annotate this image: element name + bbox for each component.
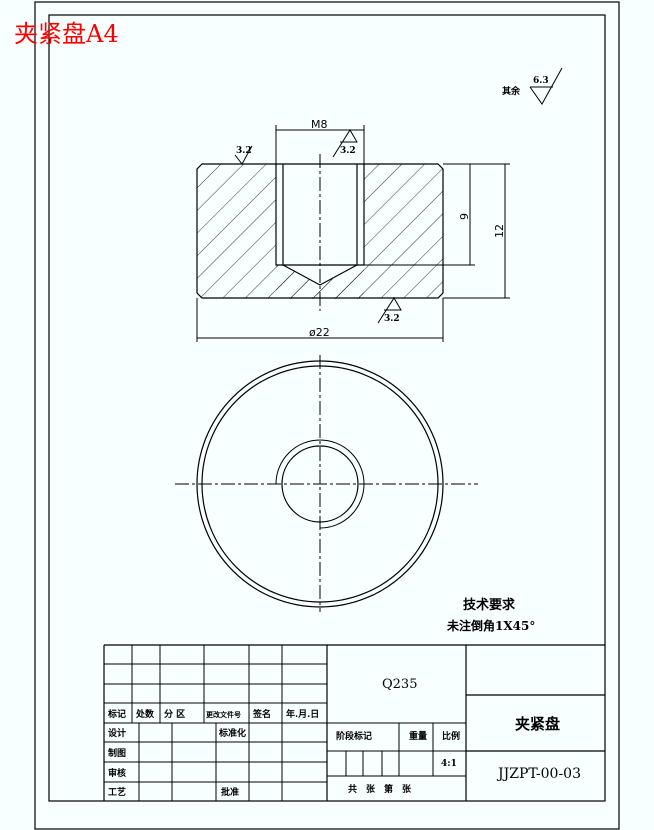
svg-text:3.2: 3.2 [384, 314, 400, 324]
svg-text:处数: 处数 [135, 708, 155, 720]
svg-text:JJZPT-00-03: JJZPT-00-03 [496, 766, 581, 782]
notes-heading: 技术要求 [463, 597, 516, 613]
svg-text:制图: 制图 [108, 747, 126, 759]
svg-text:标准化: 标准化 [218, 727, 246, 739]
svg-text:夹紧盘: 夹紧盘 [515, 715, 560, 733]
outer-frame [34, 1, 620, 830]
svg-text:3.2: 3.2 [340, 146, 356, 156]
svg-text:更改文件号: 更改文件号 [206, 710, 241, 719]
svg-text:审核: 审核 [108, 767, 126, 779]
svg-text:比例: 比例 [442, 730, 460, 742]
roughness-rest: 其余 6.3 [502, 67, 563, 105]
top-view [175, 355, 478, 612]
svg-text:年.月.日: 年.月.日 [286, 708, 319, 720]
svg-text:分 区: 分 区 [164, 708, 185, 720]
svg-text:Q235: Q235 [382, 677, 417, 692]
svg-text:工艺: 工艺 [108, 786, 126, 798]
svg-text:批准: 批准 [221, 786, 239, 798]
notes-chamfer: 未注倒角1X45° [446, 618, 535, 633]
svg-text:重量: 重量 [409, 730, 427, 742]
title-block: 标记 处数 分 区 更改文件号 签名 年.月.日 设计 制图 审核 工艺 标准化… [103, 644, 605, 801]
svg-text:设计: 设计 [108, 727, 126, 739]
svg-text:阶段标记: 阶段标记 [336, 730, 372, 742]
svg-text:M8: M8 [311, 118, 328, 131]
svg-text:3.2: 3.2 [236, 146, 252, 156]
svg-text:签名: 签名 [252, 708, 271, 720]
svg-text:其余: 其余 [502, 85, 521, 97]
svg-text:6.3: 6.3 [533, 76, 549, 86]
svg-text:12: 12 [493, 224, 506, 238]
svg-text:9: 9 [458, 213, 471, 220]
svg-text:共 张 第 张: 共 张 第 张 [348, 783, 412, 795]
svg-text:标记: 标记 [107, 708, 126, 720]
svg-text:4:1: 4:1 [441, 759, 457, 769]
section-view: M8 9 12 ø22 3.2 3.2 3.2 [196, 118, 510, 342]
svg-text:ø22: ø22 [309, 326, 330, 339]
drawing-title: 夹紧盘A4 [14, 20, 119, 48]
